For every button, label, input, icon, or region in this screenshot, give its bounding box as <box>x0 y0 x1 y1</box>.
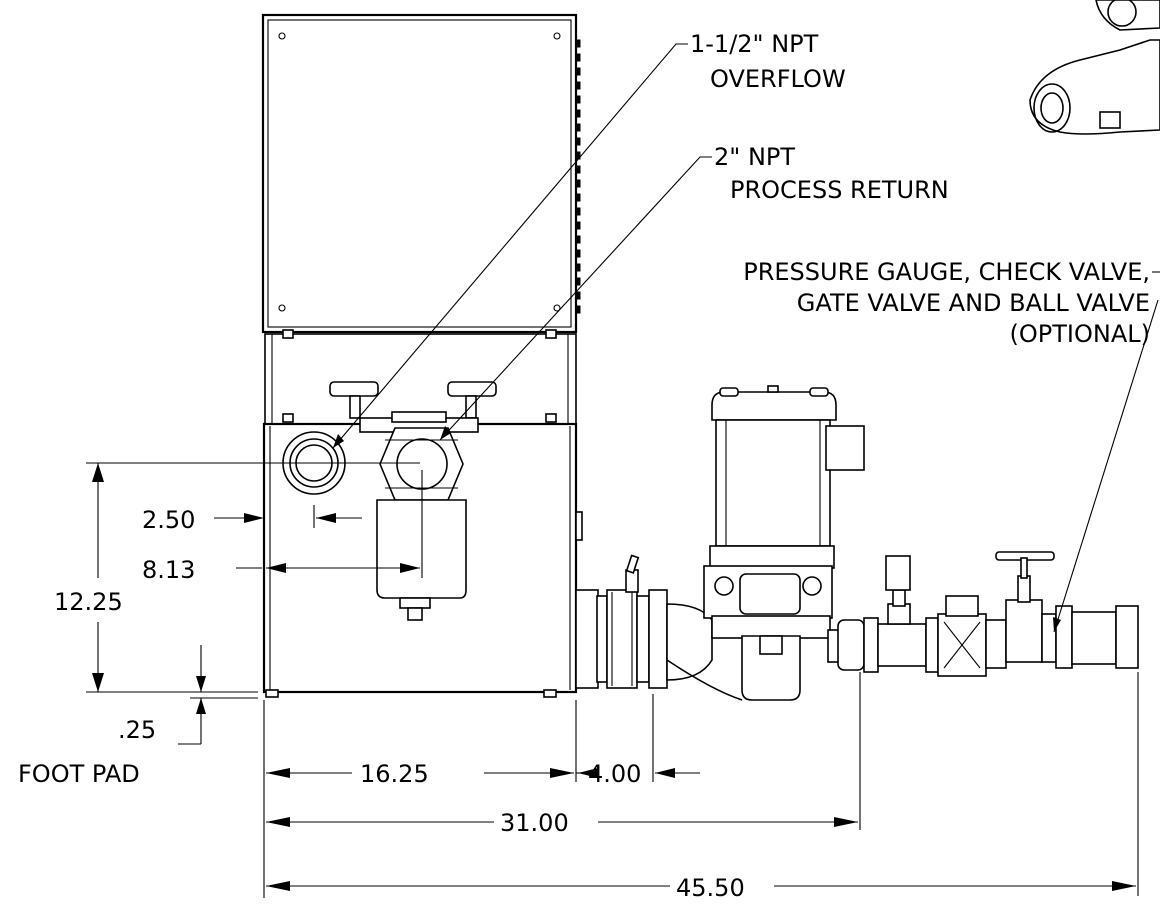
return-callout-line1: 2" NPT <box>714 143 795 171</box>
dim-12-25: 12.25 <box>54 588 123 616</box>
process-return-filter <box>329 381 497 621</box>
overflow-callout-line1: 1-1/2" NPT <box>690 30 819 58</box>
dimension-lines <box>86 462 1139 898</box>
overflow-callout-line2: OVERFLOW <box>710 65 846 93</box>
inlet-strainer <box>575 554 743 701</box>
optional-callout-line2: GATE VALVE AND BALL VALVE <box>797 289 1150 317</box>
foot-pad-label: FOOT PAD <box>18 760 140 788</box>
dim-16-25: 16.25 <box>360 760 429 788</box>
optional-callout-line1: PRESSURE GAUGE, CHECK VALVE, <box>743 258 1150 286</box>
dim-45-50: 45.50 <box>676 874 745 902</box>
leader-lines <box>332 43 1160 633</box>
dim-0-25: .25 <box>118 716 156 744</box>
dim-31-00: 31.00 <box>500 809 569 837</box>
optional-callout-line3: (OPTIONAL) <box>1010 320 1150 348</box>
dim-8-13: 8.13 <box>142 556 195 584</box>
dim-2-50: 2.50 <box>142 506 195 534</box>
return-callout-line2: PROCESS RETURN <box>730 176 949 204</box>
discharge-piping <box>827 551 1139 677</box>
pump-motor <box>703 385 865 701</box>
control-enclosure <box>261 13 581 334</box>
dim-4-00: 4.00 <box>588 760 641 788</box>
isometric-valve-inset <box>1029 0 1160 135</box>
